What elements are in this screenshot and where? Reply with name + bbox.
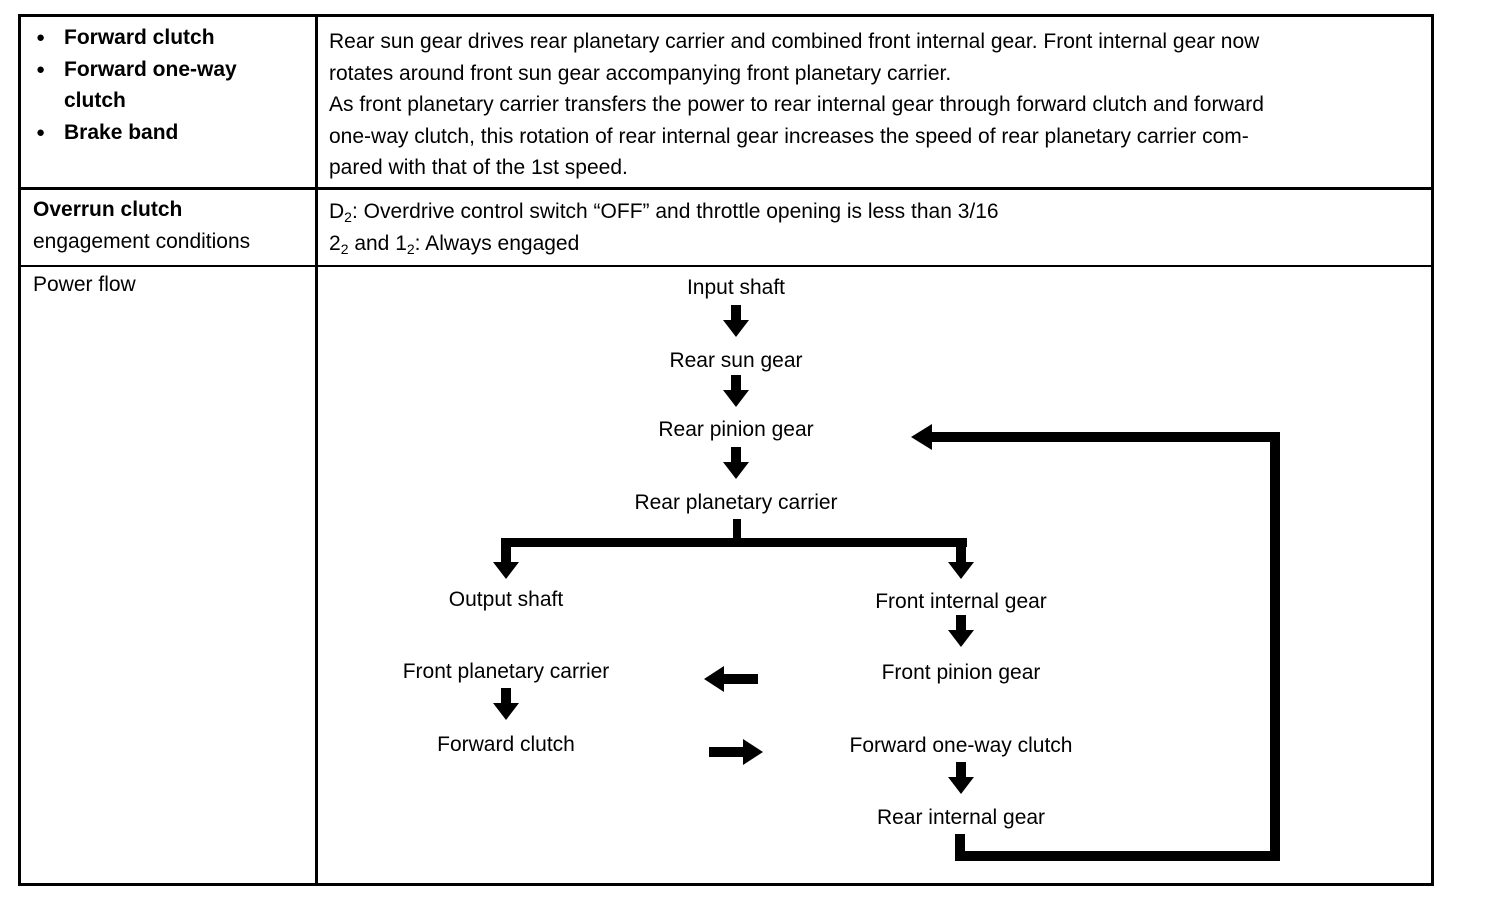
condition-d2: D2: Overdrive control switch “OFF” and t… <box>329 200 999 225</box>
table-frame <box>18 14 1434 886</box>
branch-bar <box>501 538 967 547</box>
feedback-line-down <box>955 834 965 860</box>
row-divider-1 <box>18 187 1434 190</box>
bullet-item: Forward clutch <box>34 22 304 54</box>
description-line: As front planetary carrier transfers the… <box>329 93 1264 116</box>
feedback-line-right <box>1270 432 1280 861</box>
arrow-right-icon <box>709 739 763 765</box>
node-forward-clutch: Forward clutch <box>437 733 575 756</box>
row1-bullet-list: Forward clutch Forward one-way clutch Br… <box>34 22 304 148</box>
branch-stem <box>733 519 741 542</box>
node-rear-pinion-gear: Rear pinion gear <box>658 418 813 441</box>
feedback-line-top <box>930 432 1280 442</box>
row2-label: Overrun clutch engagement conditions <box>33 194 313 257</box>
arrow-left-icon <box>911 424 932 450</box>
arrow-down-icon <box>948 538 974 579</box>
power-flow-label: Power flow <box>33 273 136 296</box>
arrow-down-icon <box>948 762 974 794</box>
arrow-left-icon <box>704 666 758 692</box>
node-rear-sun-gear: Rear sun gear <box>669 349 802 372</box>
overrun-clutch-label: Overrun clutch <box>33 198 183 221</box>
row-divider-2 <box>18 265 1434 267</box>
node-rear-planetary-carrier: Rear planetary carrier <box>634 491 837 514</box>
description-line: pared with that of the 1st speed. <box>329 156 628 179</box>
bullet-item: Forward one-way clutch <box>34 54 274 117</box>
node-forward-one-way-clutch: Forward one-way clutch <box>850 734 1073 757</box>
description-line: Rear sun gear drives rear planetary carr… <box>329 30 1260 53</box>
row2-conditions: D2: Overdrive control switch “OFF” and t… <box>329 196 1429 259</box>
arrow-down-icon <box>723 375 749 407</box>
engagement-conditions-label: engagement conditions <box>33 229 251 253</box>
arrow-down-icon <box>723 305 749 337</box>
node-front-internal-gear: Front internal gear <box>875 590 1047 613</box>
node-output-shaft: Output shaft <box>449 588 564 611</box>
row1-description: Rear sun gear drives rear planetary carr… <box>329 26 1429 184</box>
column-divider <box>315 14 318 886</box>
arrow-down-icon <box>948 615 974 647</box>
description-line: one-way clutch, this rotation of rear in… <box>329 124 1249 148</box>
node-front-planetary-carrier: Front planetary carrier <box>403 660 610 683</box>
node-input-shaft: Input shaft <box>687 276 785 299</box>
description-line: rotates around front sun gear accompanyi… <box>329 61 952 85</box>
bullet-item: Brake band <box>34 117 304 149</box>
arrow-down-icon <box>493 688 519 720</box>
feedback-line-bottom <box>955 851 1280 861</box>
arrow-down-icon <box>493 538 519 579</box>
arrow-down-icon <box>723 447 749 479</box>
node-rear-internal-gear: Rear internal gear <box>877 806 1045 829</box>
condition-22-12: 22 and 12: Always engaged <box>329 231 580 257</box>
node-front-pinion-gear: Front pinion gear <box>882 661 1041 684</box>
